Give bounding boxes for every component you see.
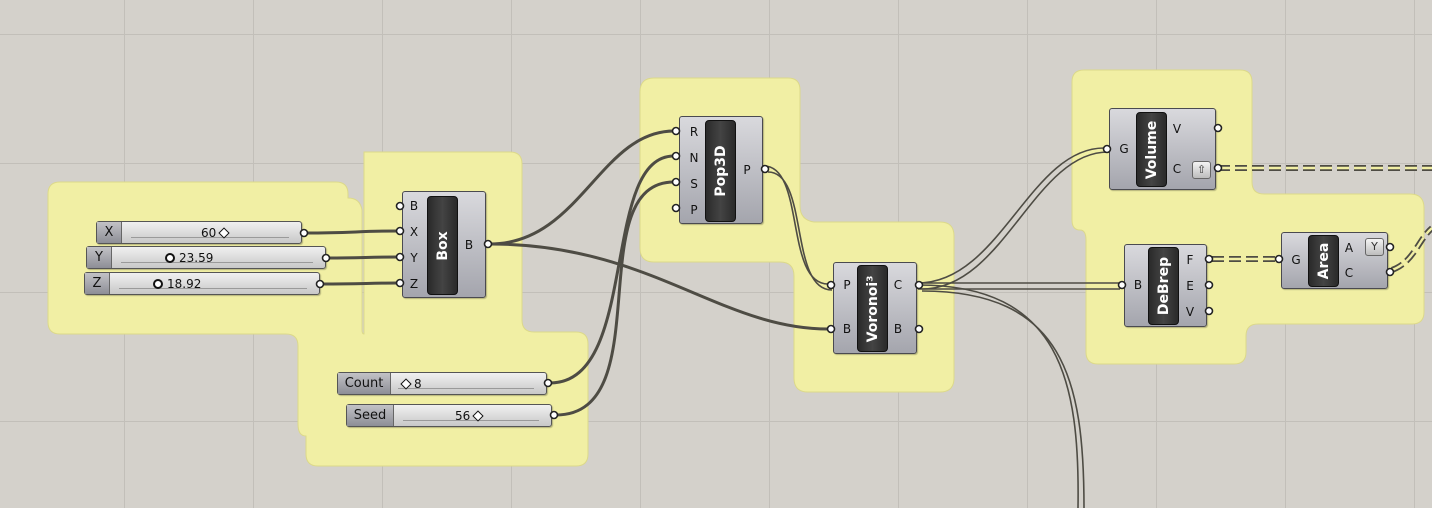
output-pin-v[interactable]: V [1185,305,1195,319]
output-pin-c[interactable]: C [893,278,903,292]
slider-track [403,414,539,421]
slider-grip-icon[interactable] [153,278,163,289]
input-pin-p[interactable]: P [690,203,698,217]
component-volume-name: Volume [1143,120,1160,179]
component-area-name: Area [1315,242,1332,280]
slider-track [131,231,289,238]
component-pop3d[interactable]: R N S P Pop3D P [679,116,763,224]
slider-grip-icon[interactable] [218,226,230,239]
output-pin-p[interactable]: P [743,163,751,177]
slider-y-value-wrap: 23.59 [165,247,213,268]
input-pin-z[interactable]: Z [409,277,419,291]
slider-track [119,282,307,289]
slider-y-label: Y [87,247,112,268]
slider-grip-icon[interactable] [165,252,175,263]
component-box[interactable]: B X Y Z Box B [402,191,486,298]
slider-count[interactable]: Count 8 [337,372,547,395]
slider-track [398,382,534,389]
component-volume[interactable]: G Volume V C ⇧ [1109,108,1216,190]
wire-count-pop3d [549,154,675,385]
slider-x-value: 60 [201,225,217,240]
slider-grip-icon[interactable] [472,409,484,422]
component-core: Voronoi³ [857,265,888,352]
slider-seed[interactable]: Seed 56 [346,404,552,427]
slider-z-label: Z [85,273,110,294]
wire-seed-pop3d [555,180,675,417]
input-pin-b[interactable]: B [842,322,852,336]
slider-count-label: Count [338,373,391,394]
component-core: Area [1308,235,1339,287]
input-pin-b[interactable]: B [409,199,419,213]
input-pin-x[interactable]: X [409,225,419,239]
output-pin-e[interactable]: E [1186,279,1194,293]
input-pin-y[interactable]: Y [410,251,418,265]
component-pop3d-name: Pop3D [712,145,729,197]
output-pin-b[interactable]: B [893,322,903,336]
wires-list [763,147,1120,508]
slider-seed-value-wrap: 56 [455,405,484,426]
slider-count-value-wrap: 8 [400,373,422,394]
slider-x-value-wrap: 60 [201,222,230,243]
wires-solid [305,129,829,417]
output-pin-c[interactable]: C [1344,266,1354,280]
slider-x-label: X [97,222,122,243]
slider-z-value-wrap: 18.92 [153,273,201,294]
input-pin-g[interactable]: G [1119,142,1129,156]
component-debrep[interactable]: B DeBrep F E V [1124,244,1207,327]
slider-count-value: 8 [414,376,422,391]
input-pin-b[interactable]: B [1133,278,1143,292]
wire-x-box [305,229,399,235]
component-core: DeBrep [1148,247,1179,325]
slider-grip-icon[interactable] [400,377,412,390]
slider-y[interactable]: Y 23.59 [86,246,326,269]
component-box-name: Box [434,230,451,261]
slider-z[interactable]: Z 18.92 [84,272,320,295]
component-area[interactable]: G Area A C Y [1281,232,1388,289]
slider-seed-value: 56 [455,408,471,423]
slider-y-value: 23.59 [179,250,214,265]
input-pin-n[interactable]: N [689,151,699,165]
graft-icon: Y [1365,238,1384,256]
wire-z-box [321,281,399,286]
output-pin-f[interactable]: F [1186,253,1194,267]
output-pin-v[interactable]: V [1172,122,1182,136]
output-pin-c[interactable]: C [1172,162,1182,176]
wire-box-voronoi [489,242,829,331]
component-core: Volume [1136,112,1167,187]
wire-y-box [327,255,399,260]
component-voronoi-name: Voronoi³ [864,275,881,342]
output-pin-a[interactable]: A [1344,241,1354,255]
slider-x[interactable]: X 60 [96,221,302,244]
flatten-up-icon: ⇧ [1192,161,1211,179]
input-pin-p[interactable]: P [843,278,851,292]
slider-z-value: 18.92 [167,276,202,291]
component-core: Pop3D [705,120,736,222]
input-pin-g[interactable]: G [1291,253,1301,267]
slider-track [121,256,313,263]
input-pin-r[interactable]: R [689,125,699,139]
component-debrep-name: DeBrep [1155,256,1172,316]
input-pin-s[interactable]: S [690,177,698,191]
component-core: Box [427,196,458,295]
component-voronoi[interactable]: P B Voronoi³ C B [833,262,917,354]
slider-seed-label: Seed [347,405,394,426]
output-pin-b[interactable]: B [464,238,474,252]
wire-box-pop3d [489,129,675,246]
